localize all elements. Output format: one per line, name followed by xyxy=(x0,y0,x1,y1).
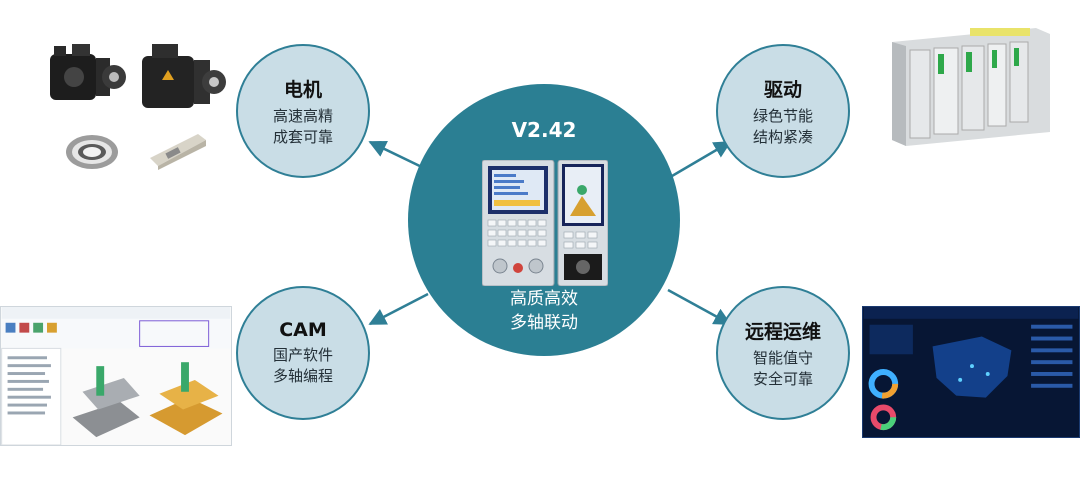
node-remote: 远程运维 智能值守 安全可靠 xyxy=(716,286,850,420)
servo-motor-image xyxy=(50,44,126,100)
node-motor-line2: 成套可靠 xyxy=(272,127,333,146)
node-drive-title: 驱动 xyxy=(763,78,802,101)
node-remote-line1: 智能值守 xyxy=(752,348,813,367)
node-drive-line2: 结构紧凑 xyxy=(752,127,813,146)
arrow-to-remote xyxy=(667,288,732,326)
node-remote-line2: 安全可靠 xyxy=(752,369,813,388)
drive-cabinet-image xyxy=(892,28,1050,146)
node-motor-title: 电机 xyxy=(283,78,322,101)
servo-motor-image xyxy=(142,44,226,108)
remote-dashboard-screenshot xyxy=(862,306,1080,438)
cam-software-screenshot xyxy=(0,306,232,446)
node-motor-line1: 高速高精 xyxy=(272,106,333,125)
center-line1: 高质高效 xyxy=(510,289,578,309)
node-drive: 驱动 绿色节能 结构紧凑 xyxy=(716,44,850,178)
node-cam-line2: 多轴编程 xyxy=(272,367,333,385)
node-remote-title: 远程运维 xyxy=(744,320,821,343)
node-cam: CAM 国产软件 多轴编程 xyxy=(236,286,370,420)
center-line2: 多轴联动 xyxy=(510,313,578,333)
bearing-image xyxy=(66,135,118,169)
arrow-to-cam xyxy=(368,292,429,326)
center-version: V2.42 xyxy=(511,118,577,142)
cnc-controller-image xyxy=(482,160,608,286)
node-cam-line1: 国产软件 xyxy=(272,346,333,364)
linear-encoder-image xyxy=(150,134,206,170)
arrow-to-drive xyxy=(671,140,732,178)
node-motor: 电机 高速高精 成套可靠 xyxy=(236,44,370,178)
node-drive-line1: 绿色节能 xyxy=(752,106,813,125)
node-cam-title: CAM xyxy=(279,319,327,341)
